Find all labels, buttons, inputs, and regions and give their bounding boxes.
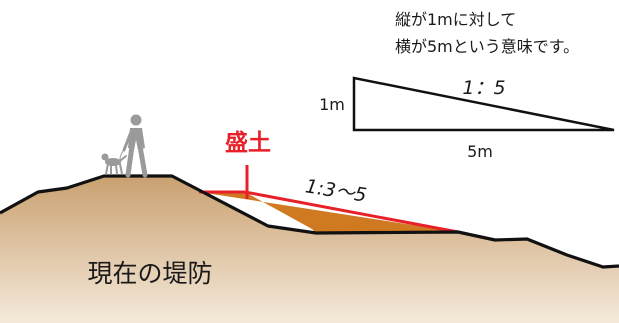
scale-height-label: 1m [319, 95, 345, 114]
embankment-outline [0, 174, 619, 269]
existing-embankment [0, 176, 619, 323]
fill-slope-ratio-label: 1:3〜5 [304, 175, 368, 206]
dog-figure-icon [101, 153, 127, 175]
walker-figure-icon [119, 114, 148, 178]
fill-slope-line [244, 190, 459, 234]
fill-region [199, 192, 458, 233]
scale-triangle [352, 76, 615, 132]
embankment-label: 現在の堤防 [87, 259, 212, 288]
scale-width-label: 5m [467, 142, 493, 161]
note-line-2: 横が5mという意味です。 [395, 37, 579, 56]
note-line-1: 縦が1mに対して [395, 10, 516, 29]
scale-ratio-label: 1：5 [462, 77, 505, 99]
fill-label: 盛土 [225, 129, 271, 156]
